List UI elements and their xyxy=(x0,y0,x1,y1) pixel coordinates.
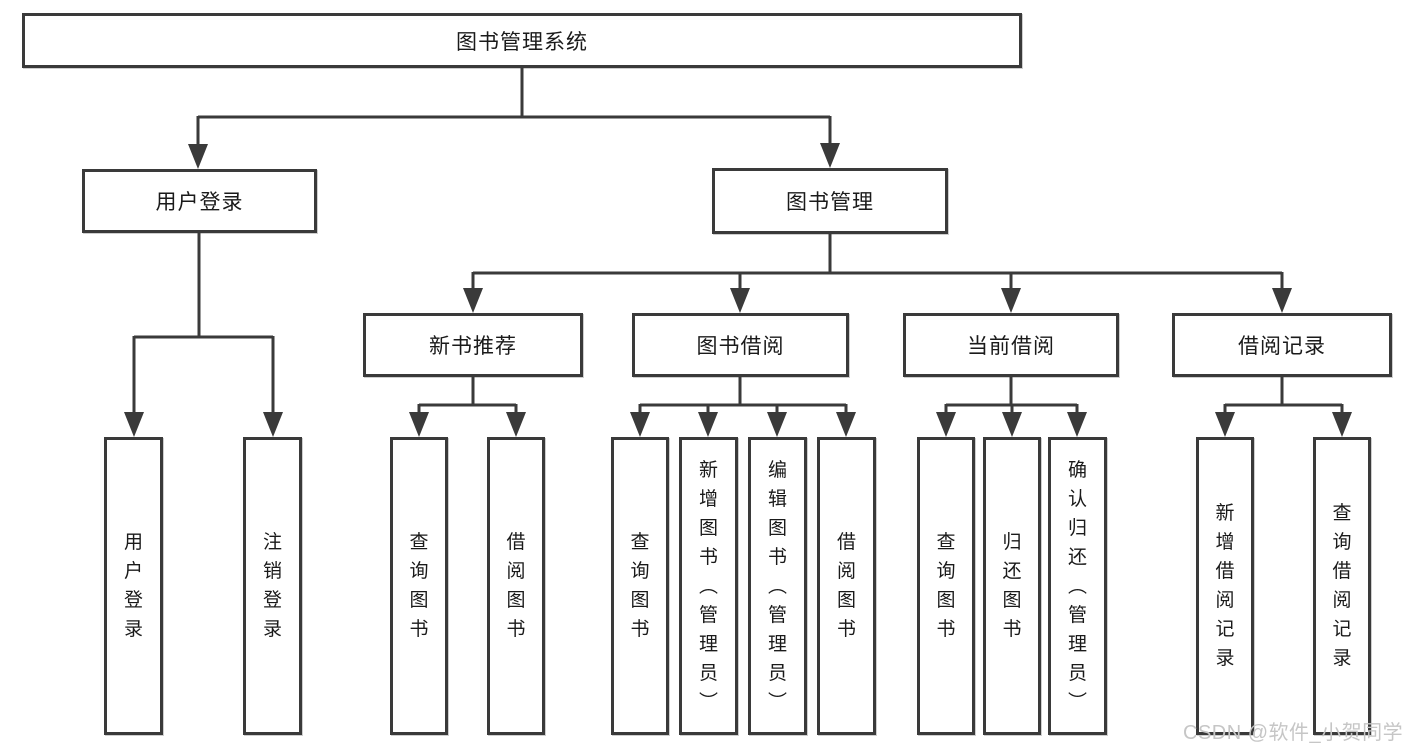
node-library-system: 图书管理系统 xyxy=(22,13,1022,68)
node-new-book-recommend: 新书推荐 xyxy=(363,313,583,377)
leaf-logout: 注销登录 xyxy=(243,437,302,735)
node-book-management: 图书管理 xyxy=(712,168,948,234)
leaf-user-login: 用户登录 xyxy=(104,437,163,735)
node-book-borrow: 图书借阅 xyxy=(632,313,849,377)
node-current-borrow: 当前借阅 xyxy=(903,313,1119,377)
leaf-edit-books-admin: 编辑图书︵管理员︶ xyxy=(748,437,807,735)
leaf-borrow-books: 借阅图书 xyxy=(817,437,876,735)
leaf-add-books-admin: 新增图书︵管理员︶ xyxy=(679,437,738,735)
node-borrow-records: 借阅记录 xyxy=(1172,313,1392,377)
leaf-query-books-recommend: 查询图书 xyxy=(390,437,448,735)
leaf-confirm-return-admin: 确认归还︵管理员︶ xyxy=(1048,437,1107,735)
leaf-return-books: 归还图书 xyxy=(983,437,1041,735)
leaf-query-books-borrow: 查询图书 xyxy=(611,437,669,735)
csdn-watermark: CSDN @软件_小贺同学 xyxy=(1183,722,1404,744)
node-user-login: 用户登录 xyxy=(82,169,317,233)
leaf-add-borrow-record: 新增借阅记录 xyxy=(1196,437,1254,735)
leaf-query-borrow-record: 查询借阅记录 xyxy=(1313,437,1371,735)
leaf-query-books-current: 查询图书 xyxy=(917,437,975,735)
leaf-borrow-books-recommend: 借阅图书 xyxy=(487,437,545,735)
